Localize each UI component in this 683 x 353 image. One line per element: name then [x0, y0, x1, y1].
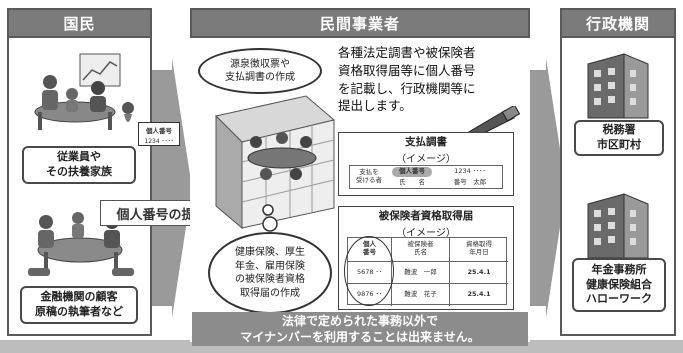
description-line3: を記載し、行政機関等に — [338, 80, 476, 96]
business-description: 各種法定調書や被保険者 資格取得届等に個人番号 を記載し、行政機関等に 提出しま… — [338, 44, 514, 115]
cloud-payment-records: 源泉徴収票や 支払調書の作成 — [198, 48, 322, 94]
office-building-illustration — [215, 95, 336, 230]
number-column-highlight — [344, 236, 394, 306]
employees-label-line2: その扶養家族 — [46, 165, 112, 178]
payment-name-label: 氏 名 — [399, 178, 425, 186]
arrow-citizen-to-business — [150, 58, 192, 318]
id-card-number: 1234 ････ — [144, 138, 174, 145]
insurance-col-date-header: 資格取得 年月日 — [450, 238, 508, 262]
org2-line3: ハローワーク — [586, 292, 652, 306]
insurance-col-name-header: 被保険者 氏名 — [392, 238, 450, 262]
bank-meeting-illustration — [28, 212, 134, 276]
payment-name-value: 番号 太郎 — [453, 178, 487, 186]
payment-recipient-label: 支払を 受ける者 — [352, 168, 386, 185]
payment-number-value: 1234 ････ — [454, 167, 486, 175]
payment-record-row: 支払を 受ける者 個人番号 氏 名 1234 ････ 番号 太郎 — [349, 165, 503, 189]
cloud-top-line1: 源泉徴収票や — [230, 58, 290, 70]
cloud-bottom-line1: 健康保険、厚生 — [235, 247, 305, 258]
employees-label-line1: 従業員や — [57, 150, 101, 164]
pension-office-label: 年金事務所 健康保険組合 ハローワーク — [572, 258, 666, 312]
description-line1: 各種法定調書や被保険者 — [338, 45, 476, 60]
cloud-top-line2: 支払調書の作成 — [225, 72, 295, 83]
table-row-1-date: 25.4.1 — [450, 262, 508, 284]
tax-office-label: 税務署 市区町村 — [574, 120, 664, 156]
insurance-form-title: 被保険者資格取得届 — [378, 210, 474, 222]
description-line4: 提出します。 — [338, 98, 412, 114]
payment-recipient-label-1: 支払を — [359, 168, 379, 176]
payment-number-label: 個人番号 — [399, 167, 425, 175]
insurance-form-table: 個人 番号 被保険者 氏名 資格取得 年月日 5678 ･･ 難波 一郎 25.… — [344, 236, 508, 306]
arrow-business-to-government — [528, 58, 566, 318]
org2-line2: 健康保険組合 — [586, 277, 652, 291]
table-row-1-name: 難波 一郎 — [392, 262, 450, 284]
insurance-form-document: 被保険者資格取得届 （イメージ） 個人 番号 被保険者 氏名 資格取得 年月日 … — [338, 206, 514, 310]
employees-label: 従業員や その扶養家族 — [22, 146, 136, 184]
tax-office-building-icon — [587, 53, 649, 119]
thought-dots — [262, 204, 278, 232]
payment-record-document: 支払調書 （イメージ） 支払を 受ける者 個人番号 氏 名 1234 ････ … — [338, 132, 514, 196]
cloud-insurance-forms: 健康保険、厚生 年金、雇用保険 の被保険者資格 取得届の作成 — [208, 232, 332, 314]
org2-line1: 年金事務所 — [591, 262, 647, 276]
government-title: 行政機関 — [560, 8, 676, 38]
cloud-bottom-line2: 年金、雇用保険 — [235, 260, 305, 272]
org1-line1: 税務署 — [602, 123, 636, 137]
clients-label: 金融機関の顧客 原稿の執筆者など — [20, 286, 138, 324]
table-row-2-name: 難波 花子 — [392, 284, 450, 306]
description-line2: 資格取得届等に個人番号 — [338, 62, 476, 78]
citizen-title: 国民 — [7, 8, 152, 38]
table-row-2-date: 25.4.1 — [467, 290, 491, 298]
col-name-header-2: 氏名 — [414, 247, 427, 256]
clients-label-line1: 金融機関の顧客 — [40, 290, 118, 304]
id-card: 個人番号 1234 ････ — [138, 122, 180, 146]
payment-recipient-label-2: 受ける者 — [356, 175, 382, 184]
col-date-header-2: 年月日 — [469, 247, 489, 256]
col-date-header-1: 資格取得 — [466, 240, 492, 248]
clients-label-line2: 原稿の執筆者など — [35, 305, 123, 318]
col-name-header-1: 被保険者 — [407, 240, 434, 248]
cloud-bottom-line3: の被保険者資格 — [235, 274, 305, 285]
business-title: 民間事業者 — [190, 8, 530, 38]
insurance-form-subtitle: （イメージ） — [396, 227, 456, 239]
office-meeting-illustration — [34, 53, 134, 130]
payment-record-subtitle: （イメージ） — [396, 153, 456, 165]
notice-line1: 法律で定められた事務以外で — [281, 313, 438, 328]
id-card-label: 個人番号 — [146, 127, 172, 135]
cloud-bottom-line4: 取得届の作成 — [240, 287, 300, 299]
notice-line2: マイナンバーを利用することは出来ません。 — [240, 330, 480, 344]
payment-number-badge — [392, 167, 432, 177]
org1-line2: 市区町村 — [597, 138, 641, 151]
usage-restriction-notice: 法律で定められた事務以外で マイナンバーを利用することは出来ません。 — [192, 312, 528, 346]
pension-office-building-icon — [587, 193, 649, 259]
payment-record-title: 支払調書 — [405, 136, 447, 148]
